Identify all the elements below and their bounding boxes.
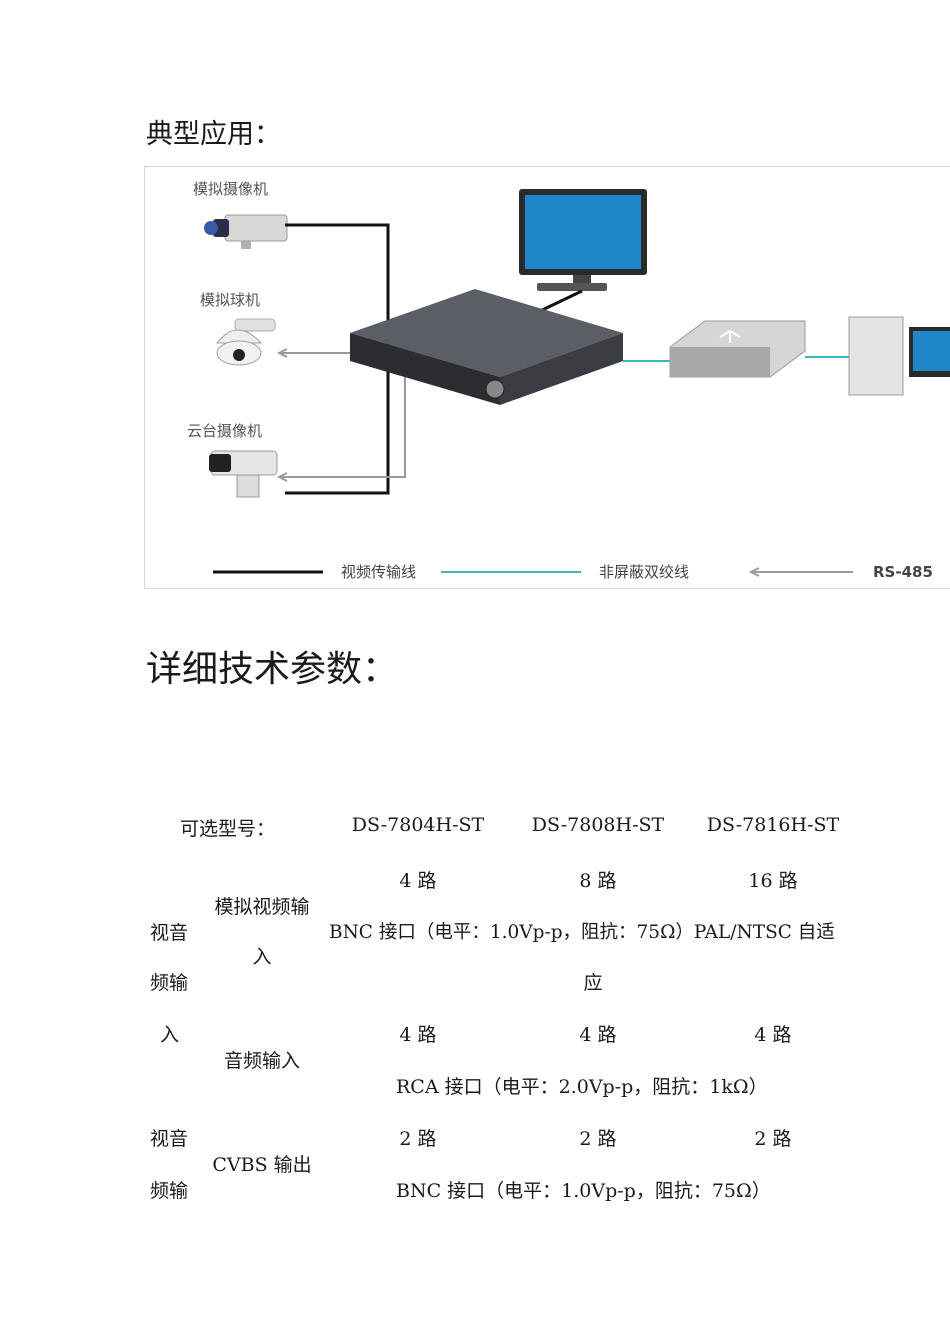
section-heading-typical-application: 典型应用： <box>146 119 281 150</box>
cvbs-channels-7804: 2 路 <box>399 1128 437 1150</box>
group-av-output-line2: 频输 <box>150 1180 189 1202</box>
legend-video-line: 视频传输线 <box>341 563 416 581</box>
audio-channels-7816: 4 路 <box>754 1024 792 1046</box>
audio-channels-7804: 4 路 <box>399 1024 437 1046</box>
section-heading-tech-specs: 详细技术参数： <box>146 649 399 690</box>
analog-video-channels-7808: 8 路 <box>579 870 617 892</box>
audio-input-label: 音频输入 <box>223 1050 301 1072</box>
group-av-input-line1: 视音 <box>150 922 189 944</box>
cvbs-channels-7808: 2 路 <box>579 1128 617 1150</box>
analog-video-label-line2: 入 <box>252 946 272 968</box>
group-av-output-line1: 视音 <box>150 1128 189 1150</box>
cvbs-output-label: CVBS 输出 <box>212 1154 312 1176</box>
model-ds-7804h-st: DS-7804H-ST <box>351 814 485 836</box>
legend-utp-line: 非屏蔽双绞线 <box>599 563 689 581</box>
analog-video-label-line1: 模拟视频输 <box>214 896 310 918</box>
model-ds-7816h-st: DS-7816H-ST <box>706 814 840 836</box>
label-analog-camera: 模拟摄像机 <box>193 180 268 198</box>
network-switch-icon <box>669 320 806 378</box>
diagram-svg: 模拟摄像机 模拟球机 云台摄像机 <box>187 180 950 581</box>
ptz-camera-icon <box>209 450 278 498</box>
model-ds-7808h-st: DS-7808H-ST <box>531 814 665 836</box>
analog-video-channels-7816: 16 路 <box>748 870 798 892</box>
label-ptz-camera: 云台摄像机 <box>187 422 262 440</box>
audio-interface: RCA 接口（电平：2.0Vp-p，阻抗：1kΩ） <box>396 1076 768 1098</box>
audio-channels-7808: 4 路 <box>579 1024 617 1046</box>
legend-rs485: RS-485 <box>873 563 933 581</box>
analog-video-channels-7804: 4 路 <box>399 870 437 892</box>
typical-application-diagram: 模拟摄像机 模拟球机 云台摄像机 <box>144 166 950 589</box>
cvbs-interface: BNC 接口（电平：1.0Vp-p，阻抗：75Ω） <box>396 1180 771 1202</box>
group-av-input-line3: 入 <box>160 1024 180 1046</box>
monitor-icon <box>519 189 647 291</box>
dvr-device-icon <box>350 289 623 405</box>
analog-camera-icon <box>204 214 288 249</box>
model-label: 可选型号： <box>180 818 276 840</box>
pc-icon <box>848 316 950 396</box>
group-av-input-line2: 频输 <box>150 972 189 994</box>
label-analog-dome: 模拟球机 <box>200 291 260 309</box>
analog-video-interface-line2: 应 <box>583 972 603 994</box>
rs485-line-ptz <box>279 359 406 478</box>
cvbs-channels-7816: 2 路 <box>754 1128 792 1150</box>
analog-dome-icon <box>215 318 276 366</box>
analog-video-interface-line1: BNC 接口（电平：1.0Vp-p，阻抗：75Ω）PAL/NTSC 自适 <box>329 922 835 943</box>
